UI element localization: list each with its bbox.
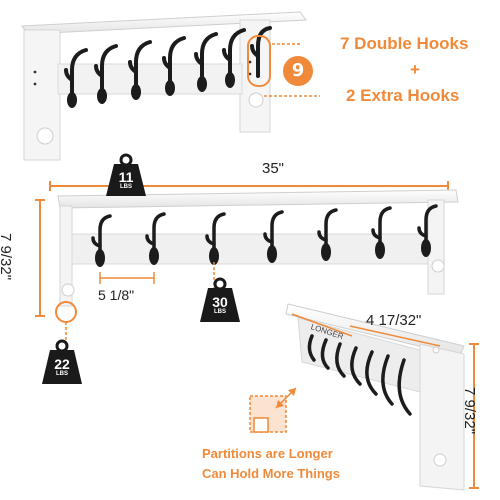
top-rack [21,11,320,161]
depth-dimension: 4 17/32" [366,312,422,329]
width-dimension: 35" [262,160,285,177]
weight-30-label: 30 LBS [212,294,228,315]
hook-spacing-dimension: 5 1/8" [98,287,135,303]
middle-rack-hooks [91,204,438,258]
middle-rack [35,181,459,344]
weight-icons [42,153,240,384]
partitions-line1: Partitions are Longer [202,446,333,461]
partition-icon [249,387,297,433]
side-rack [285,303,479,491]
height-left-dimension: 7 9/32" [0,233,15,281]
top-rack-hooks [64,26,272,102]
plus-label: + [410,60,420,79]
partitions-line2: Can Hold More Things [202,466,340,481]
weight-11-label: 11 LBS [118,169,134,190]
hook-count-badge: 9 [283,56,313,86]
double-hooks-label: 7 Double Hooks [340,34,469,53]
weight-22-label: 22 LBS [54,356,70,377]
extra-hooks-label: 2 Extra Hooks [346,86,460,105]
side-rack-hooks [307,334,412,416]
height-right-dimension: 7 9/32" [461,386,479,435]
